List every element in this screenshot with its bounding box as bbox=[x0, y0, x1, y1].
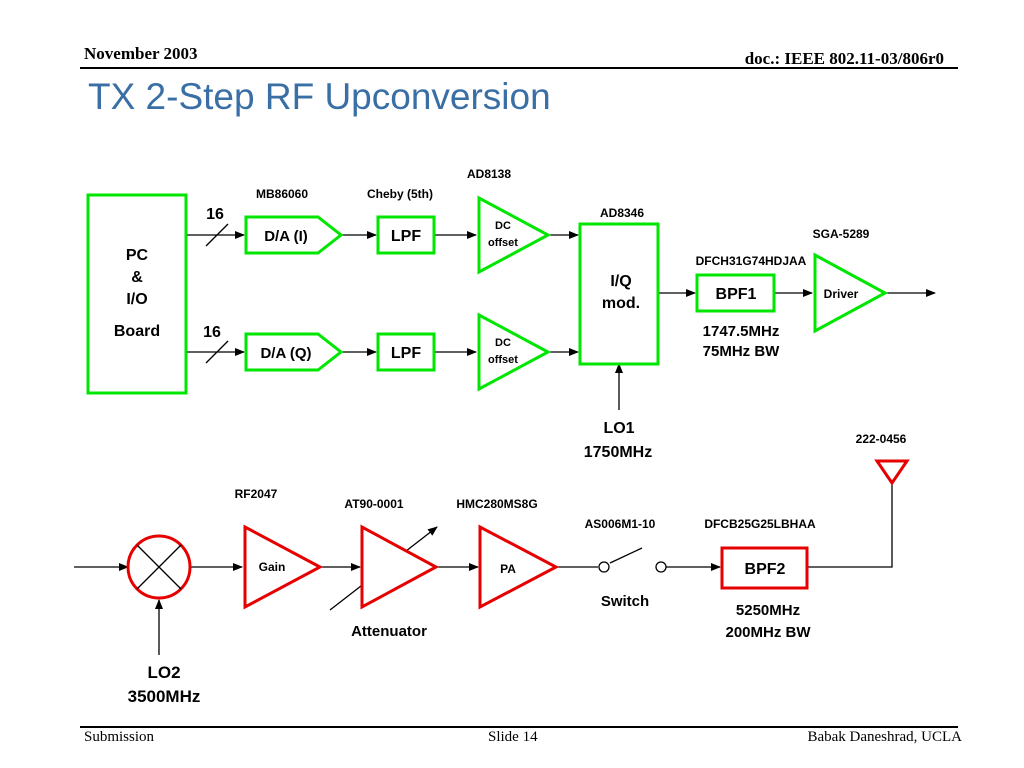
wire-bpf2-antenna bbox=[807, 483, 893, 568]
bpf1-label: BPF1 bbox=[716, 286, 757, 303]
antenna-part-label: 222-0456 bbox=[856, 432, 907, 446]
lpf-part-label: Cheby (5th) bbox=[367, 187, 433, 201]
footer-author: Babak Daneshrad, UCLA bbox=[807, 729, 962, 745]
attenuator-label: Attenuator bbox=[351, 623, 427, 640]
iq-part-label: AD8346 bbox=[600, 206, 644, 220]
antenna-symbol bbox=[874, 459, 910, 486]
bpf1-part-label: DFCH31G74HDJAA bbox=[696, 254, 807, 268]
header-date: November 2003 bbox=[84, 44, 198, 63]
switch-lever bbox=[609, 547, 643, 564]
dc-i-label-2: offset bbox=[488, 237, 518, 249]
lo1-label-2: 1750MHz bbox=[584, 444, 652, 461]
footer-slide-number: Slide 14 bbox=[488, 729, 538, 745]
lpf-i-label: LPF bbox=[391, 228, 421, 245]
mixer-cross-b bbox=[136, 544, 182, 590]
switch-label: Switch bbox=[601, 593, 649, 610]
header-doc-id: doc.: IEEE 802.11-03/806r0 bbox=[744, 49, 944, 68]
slide-title: TX 2-Step RF Upconversion bbox=[88, 76, 551, 117]
bpf2-spec-2: 200MHz BW bbox=[725, 624, 811, 641]
iq-modulator-block bbox=[578, 222, 660, 366]
bpf2-label: BPF2 bbox=[745, 561, 786, 578]
dac-i-block bbox=[244, 215, 344, 255]
bpf2-spec-1: 5250MHz bbox=[736, 602, 800, 619]
gain-label: Gain bbox=[259, 560, 286, 574]
lpf-q-label: LPF bbox=[391, 345, 421, 362]
lo2-label-2: 3500MHz bbox=[128, 687, 201, 706]
header-rule bbox=[80, 67, 958, 69]
pc-io-board-block bbox=[86, 193, 188, 395]
gain-amp bbox=[243, 524, 324, 610]
pc-board-label-2: & bbox=[131, 269, 143, 286]
bus-width-q: 16 bbox=[203, 324, 221, 341]
lo2-label-1: LO2 bbox=[147, 663, 180, 682]
driver-amp bbox=[813, 252, 889, 334]
switch-part-label: AS006M1-10 bbox=[585, 517, 656, 531]
lpf-q-block bbox=[376, 332, 436, 372]
attenuator-amp bbox=[360, 524, 440, 610]
driver-label: Driver bbox=[824, 287, 859, 301]
switch-contact-right bbox=[655, 561, 667, 573]
dc-offset-q-amp bbox=[477, 312, 552, 392]
pa-label: PA bbox=[500, 562, 516, 576]
bpf2-part-label: DFCB25G25LBHAA bbox=[704, 517, 816, 531]
dc-q-label-2: offset bbox=[488, 354, 518, 366]
dac-q-block bbox=[244, 332, 344, 372]
iq-mod-label-1: I/Q bbox=[610, 273, 631, 290]
bus-width-i: 16 bbox=[206, 206, 224, 223]
bus-slash-q bbox=[205, 340, 229, 364]
dac-q-label: D/A (Q) bbox=[260, 345, 311, 362]
dc-q-label-1: DC bbox=[495, 337, 511, 349]
dc-i-label-1: DC bbox=[495, 220, 511, 232]
dac-part-label: MB86060 bbox=[256, 187, 308, 201]
lo1-label-1: LO1 bbox=[603, 420, 634, 437]
pc-board-label-1: PC bbox=[126, 247, 149, 264]
pa-part-label: HMC280MS8G bbox=[456, 497, 537, 511]
dc-offset-i-amp bbox=[477, 195, 552, 275]
dc-part-label: AD8138 bbox=[467, 167, 511, 181]
footer-submission: Submission bbox=[84, 729, 155, 745]
driver-part-label: SGA-5289 bbox=[813, 227, 870, 241]
dac-i-label: D/A (I) bbox=[264, 228, 308, 245]
upper-wires bbox=[186, 223, 936, 410]
bpf1-block bbox=[695, 273, 776, 313]
lpf-i-block bbox=[376, 215, 436, 255]
switch-contact-left bbox=[598, 561, 610, 573]
bus-slash-i bbox=[205, 223, 229, 247]
bpf2-block bbox=[720, 546, 809, 590]
footer-rule bbox=[80, 726, 958, 728]
iq-mod-label-2: mod. bbox=[602, 295, 640, 312]
bpf1-spec-1: 1747.5MHz bbox=[703, 323, 780, 340]
pa-amp bbox=[478, 524, 560, 610]
pc-board-label-3: I/O bbox=[126, 291, 147, 308]
atten-part-label: AT90-0001 bbox=[344, 497, 403, 511]
pc-board-label-4: Board bbox=[114, 323, 160, 340]
mixer-part-label: RF2047 bbox=[235, 487, 278, 501]
bpf1-spec-2: 75MHz BW bbox=[703, 343, 781, 360]
